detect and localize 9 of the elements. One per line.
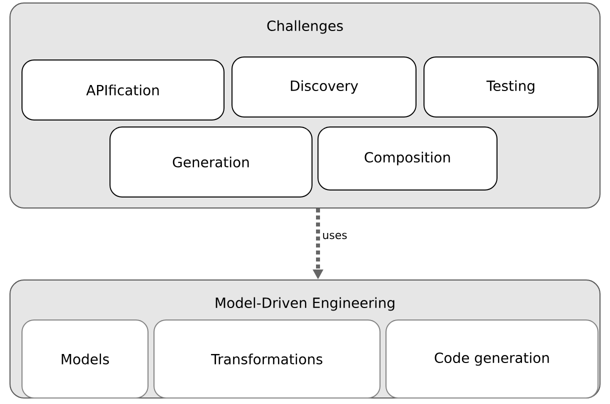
rounded-box: Transformations: [154, 320, 380, 398]
rounded-box: Code generation: [386, 320, 598, 398]
rounded-box: Testing: [424, 56, 598, 118]
rounded-box: Discovery: [232, 56, 416, 118]
rounded-box: APIfication: [22, 60, 224, 120]
rounded-box: Generation: [110, 126, 312, 198]
edge-label: uses: [323, 232, 347, 240]
rounded-box: Composition: [318, 126, 498, 190]
rounded-box: Models: [22, 320, 148, 398]
